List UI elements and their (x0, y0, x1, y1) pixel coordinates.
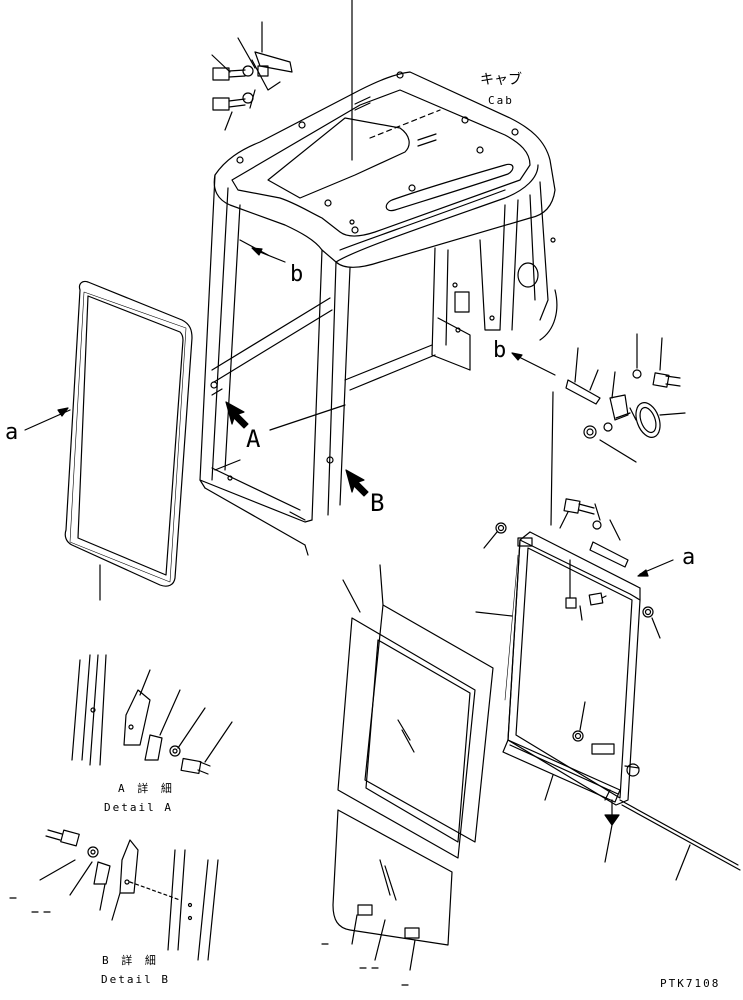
cab-label-jp: キャブ (480, 72, 522, 88)
roof-bracket-hardware (212, 22, 292, 130)
drawing-code: PTK7108 (660, 977, 721, 990)
left-window-seal (25, 281, 192, 600)
label-b-right: b (493, 338, 507, 363)
detail-b-drawing (10, 830, 408, 985)
lower-glass-panel (333, 810, 452, 970)
label-a-right: a (682, 545, 696, 570)
detail-b-title-en: Detail B (101, 973, 170, 986)
view-arrow-b (346, 470, 368, 496)
view-label-a: A (246, 425, 261, 453)
detail-a-title-en: Detail A (104, 801, 173, 814)
detail-a-drawing (72, 655, 232, 774)
cab-frame (200, 0, 557, 555)
view-arrow-a (226, 402, 248, 428)
detail-a-title-jp: A 詳 細 (118, 782, 175, 795)
label-b-top: b (290, 262, 304, 287)
label-a-left: a (5, 420, 19, 445)
guide-rail (503, 740, 740, 880)
cab-label-en: Cab (488, 94, 514, 107)
detail-b-title-jp: B 詳 細 (102, 954, 159, 967)
upper-glass-panel (338, 565, 493, 858)
pointer-b-top (252, 248, 285, 262)
latch-hardware (512, 334, 685, 462)
window-frame-right (476, 392, 673, 805)
view-label-b: B (370, 489, 385, 517)
